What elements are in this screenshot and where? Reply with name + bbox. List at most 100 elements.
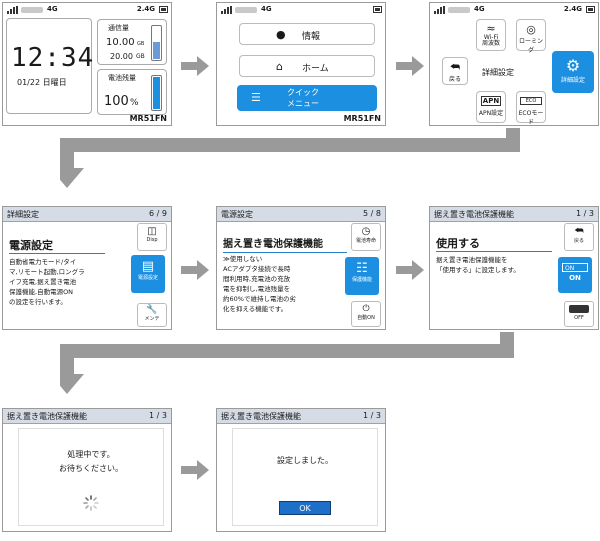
auto-power-on-label: 自動ON (357, 315, 375, 321)
wrench-icon: 🔧 (146, 305, 158, 315)
battery-gauge (151, 75, 162, 111)
back-button[interactable]: ⮪ 戻る (442, 57, 468, 85)
screen-processing: 据え置き電池保護機能 1 / 3 処理中です。 お待ちください。 (2, 408, 172, 532)
section-heading: 据え置き電池保護機能 (223, 239, 323, 250)
maintenance-button[interactable]: 🔧 メンテ (137, 303, 167, 327)
arrow-down-elbow-icon (60, 128, 520, 188)
description-line: マ,リモート起動,ロングラ (9, 268, 85, 276)
screen-title: 電源設定 (221, 210, 253, 219)
description-line: 「使用する」に設定します。 (436, 266, 520, 274)
advanced-settings-button[interactable]: ⚙ 詳細設定 (552, 51, 594, 93)
carrier-name-redacted (21, 7, 43, 13)
battery-protection-button[interactable]: ☷ 保護機能 (345, 257, 379, 295)
clock-time: 12:34 (11, 43, 95, 73)
apn-settings-button[interactable]: APN APN設定 (476, 91, 506, 123)
home-button-label: ホーム (302, 64, 329, 74)
back-arrow-icon: ⮪ (574, 226, 584, 237)
carrier-name-redacted (448, 7, 470, 13)
data-used: 10.00 (106, 37, 135, 48)
wait-message: お待ちください。 (59, 464, 123, 473)
screen-main-menu: 4G ● 情報 ⌂ ホーム ☰ クイック メニュー MR51FN (216, 2, 386, 126)
data-used-unit: GB (137, 41, 145, 47)
screen-settings-complete: 据え置き電池保護機能 1 / 3 設定しました。 OK (216, 408, 386, 532)
battery-clock-icon: ◷ (361, 226, 371, 237)
screen-title: 据え置き電池保護機能 (221, 412, 301, 421)
page-indicator: 1 / 3 (576, 209, 594, 218)
toggle-off-icon (569, 305, 589, 313)
battery-value: 100 (104, 94, 129, 109)
title-bar: 電源設定 5 / 8 (217, 207, 385, 222)
heading-underline (223, 252, 347, 253)
on-option-button[interactable]: ON ON (558, 257, 592, 293)
battery-unit: % (130, 98, 139, 108)
section-description: 自動省電力モード/タイ マ,リモート起動,ロングラ イフ充電,据え置き電池 保護… (9, 257, 113, 307)
quick-menu-label-2: メニュー (287, 99, 319, 108)
heading-underline (9, 253, 105, 254)
wifi-band: 2.4G (563, 5, 582, 13)
title-bar: 据え置き電池保護機能 1 / 3 (3, 409, 171, 424)
charging-dock-icon: ☷ (356, 261, 368, 276)
signal-icon (7, 6, 19, 14)
toggle-on-icon: ON (562, 263, 588, 272)
data-usage-card: 通信量 10.00 GB 20.00 GB (97, 19, 167, 65)
back-label: 戻る (448, 76, 461, 83)
description-line: ≫使用しない (223, 255, 263, 263)
eco-mode-button[interactable]: ECO ECOモード (516, 91, 546, 126)
screen-advanced-settings: 詳細設定 6 / 9 電源設定 自動省電力モード/タイ マ,リモート起動,ロング… (2, 206, 172, 330)
data-usage-gauge (151, 25, 162, 61)
apn-icon: APN (481, 96, 501, 106)
back-button[interactable]: ⮪ 戻る (564, 223, 594, 251)
info-button-label: 情報 (302, 32, 321, 42)
complete-message: 設定しました。 (277, 456, 333, 465)
wifi-frequency-button[interactable]: ≈ Wi-Fi 周波数 (476, 19, 506, 51)
quick-menu-button[interactable]: ☰ クイック メニュー (237, 85, 377, 111)
eco-mode-label: ECOモード (518, 110, 544, 126)
ok-button[interactable]: OK (279, 501, 331, 515)
status-bar: 4G 2.4G (3, 3, 171, 17)
info-button[interactable]: ● 情報 (239, 23, 375, 45)
title-bar: 据え置き電池保護機能 1 / 3 (217, 409, 385, 424)
power-settings-label: 電源設定 (137, 275, 158, 281)
section-description: 据え置き電池保護機能を 「使用する」に設定します。 (436, 255, 552, 275)
signal-icon (434, 6, 446, 14)
display-settings-button[interactable]: ◫ Disp (137, 223, 167, 251)
eco-battery-icon: ECO (520, 97, 542, 105)
roaming-button[interactable]: ◎ ローミング (516, 19, 546, 54)
description-line: 保護機能,自動電源ON (9, 288, 74, 296)
home-icon: ⌂ (276, 60, 283, 73)
roaming-label: ローミング (518, 38, 543, 54)
arrow-down-elbow-icon (60, 332, 514, 394)
data-total-unit: GB (136, 53, 145, 60)
status-bar: 4G (217, 3, 385, 17)
battery-life-button[interactable]: ◷ 電池寿命 (351, 223, 381, 251)
arrow-right-icon (181, 56, 209, 76)
screen-title: 据え置き電池保護機能 (7, 412, 87, 421)
data-usage-title: 通信量 (108, 24, 129, 32)
quick-menu-label-1: クイック (287, 88, 319, 97)
power-settings-icon: ▤ (141, 259, 155, 274)
processing-dialog: 処理中です。 お待ちください。 (19, 429, 163, 525)
maintenance-label: メンテ (144, 316, 160, 322)
battery-icon (586, 6, 595, 13)
screen-title: 詳細設定 (7, 210, 39, 219)
page-indicator: 6 / 9 (149, 209, 167, 218)
power-icon: ⏻ (362, 304, 370, 314)
home-button[interactable]: ⌂ ホーム (239, 55, 375, 77)
model-name: MR51FN (343, 114, 381, 123)
battery-card: 電池残量 100 % (97, 69, 167, 115)
battery-title: 電池残量 (108, 74, 136, 82)
screen-power-settings: 電源設定 5 / 8 据え置き電池保護機能 ≫使用しない ACアダプタ接続で長時… (216, 206, 386, 330)
auto-power-on-button[interactable]: ⏻ 自動ON (351, 301, 381, 327)
globe-icon: ◎ (526, 23, 536, 36)
back-label: 戻る (573, 238, 584, 244)
page-indicator: 1 / 3 (149, 411, 167, 420)
arrow-right-icon (181, 460, 209, 480)
screen-home-clock: 4G 2.4G 12:34 01/22 日曜日 通信量 10.00 GB 20.… (2, 2, 172, 126)
display-label: Disp (146, 237, 158, 243)
signal-icon (221, 6, 233, 14)
back-arrow-icon: ⮪ (449, 60, 461, 73)
description-line: 間利用時,充電池の充放 (223, 275, 291, 283)
power-settings-button[interactable]: ▤ 電源設定 (131, 255, 165, 293)
off-option-button[interactable]: OFF (564, 301, 594, 327)
battery-icon (373, 6, 382, 13)
